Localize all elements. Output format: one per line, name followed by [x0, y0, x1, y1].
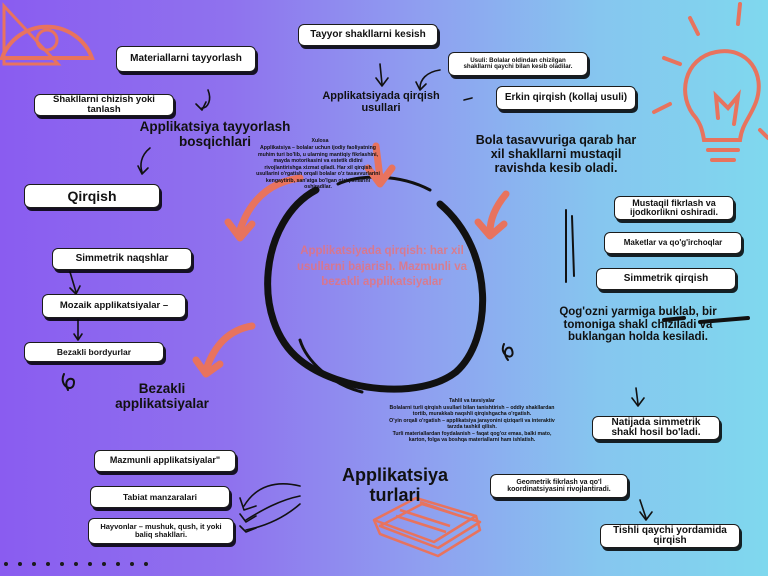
arrow-to-fold — [662, 316, 750, 324]
light-bulb-icon — [652, 2, 768, 162]
arrow-materials — [201, 89, 211, 109]
arrow-center-to-stages — [236, 174, 304, 234]
mosaic-box: Mozaik applikatsiyalar – — [42, 294, 186, 318]
choose-shapes-box: Shakllarni chizish yoki tanlash — [34, 94, 174, 116]
free-cut-box: Erkin qirqish (kollaj usuli) — [496, 86, 636, 110]
methods-label: Applikatsiyada qirqish usullari — [322, 90, 440, 115]
fold-label: Qog'ozni yarmiga buklab, bir tomoniga sh… — [559, 306, 717, 344]
analysis-text: Tahlil va tavsiyalar Bolalarni turli qir… — [389, 398, 555, 443]
nature-box: Tabiat manzaralari — [90, 486, 230, 508]
cut-from-ready-box: Tayyor shakllarni kesish — [298, 24, 438, 46]
meaningful-box: Mazmunli applikatsiyalar" — [94, 450, 236, 472]
arrow-symmetric-to-mosaic — [69, 271, 77, 293]
method-note-box: Usuli: Bolalar oldindan chizilgan shakll… — [448, 52, 588, 76]
child-imagination-label: Bola tasavvuriga qarab har xil shakllarn… — [475, 133, 637, 175]
summary-heading: Xulosa — [311, 138, 329, 144]
scissors-box: Tishli qaychi yordamida qirqish — [600, 524, 740, 548]
result-box: Natijada simmetrik shakl hosil bo'ladi. — [592, 416, 720, 440]
cut-box: Qirqish — [24, 184, 160, 208]
center-title: Applikatsiyada qirqish: har xil usullarn… — [297, 245, 467, 289]
protractor-icon — [0, 24, 95, 60]
ruler-triangle-icon — [2, 2, 62, 66]
arrow-types-nature — [245, 495, 301, 521]
arrow-free-cut — [463, 97, 473, 101]
symmetric-patterns-box: Simmetrik naqshlar — [52, 248, 192, 270]
arrow-ready-cut — [379, 63, 383, 85]
arrow-center-to-methods — [372, 142, 384, 182]
materials-box: Materiallarni tayyorlash — [116, 46, 256, 72]
geometric-box: Geometrik fikrlash va qo'l koordinatsiya… — [490, 474, 628, 498]
summary-text: Applikatsiya – bolalar uchun ijodiy faol… — [256, 145, 380, 190]
arrow-geometric — [639, 499, 647, 519]
borders-box: Bezakli bordyurlar — [24, 342, 164, 362]
decorative-label: Bezakli applikatsiyalar — [115, 381, 209, 411]
arrow-center-to-decorative — [202, 322, 256, 374]
ruler-bottom-icon — [4, 562, 148, 566]
models-box: Maketlar va qo'g'irchoqlar — [604, 232, 742, 254]
arrow-result — [635, 387, 639, 405]
arrow-center-to-right — [486, 190, 510, 236]
arrow-method-note — [419, 69, 441, 89]
animals-box: Hayvonlar – mushuk, qush, it yoki baliq … — [88, 518, 234, 544]
independent-box: Mustaqil fikrlash va ijodkorlikni oshira… — [614, 196, 734, 220]
arrow-stages — [140, 147, 151, 173]
book-icon — [372, 496, 482, 558]
symmetric-cut-box: Simmetrik qirqish — [596, 268, 736, 290]
stages-label: Applikatsiya tayyorlash bosqichlari — [139, 119, 291, 149]
types-label: Applikatsiya turlari — [341, 465, 449, 505]
arrow-types-meaningful — [243, 483, 301, 507]
arrow-types-animals — [245, 503, 301, 531]
